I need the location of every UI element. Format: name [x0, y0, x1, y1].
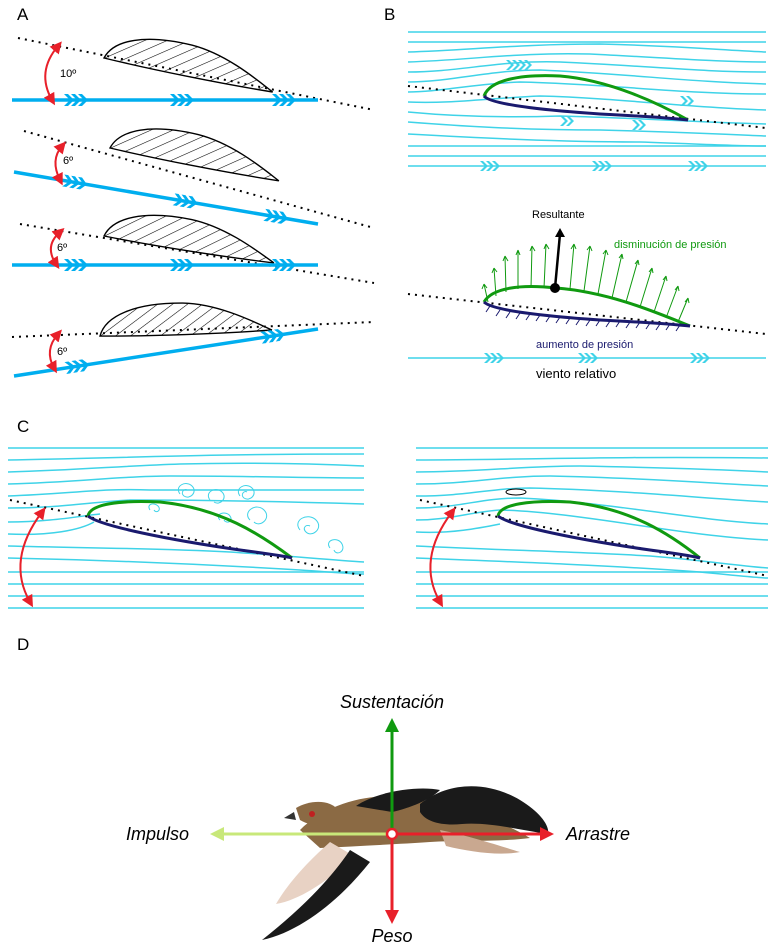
pressure-decrease-label: disminución de presión: [614, 239, 727, 251]
airfoil-shape: [103, 205, 280, 266]
panel-a-foil-2: 6º: [13, 117, 375, 229]
chord-line: [407, 293, 767, 335]
angle-label: 6º: [57, 346, 67, 358]
bird-illustration: [262, 786, 549, 940]
panel-a-foil-4: 6º: [11, 299, 375, 378]
upper-surface: [86, 500, 293, 560]
angle-arc: [47, 228, 65, 269]
separation-bubble: [505, 488, 527, 496]
streamlines: [7, 447, 365, 609]
panel-c-attached: [415, 447, 769, 609]
lower-surface: [497, 514, 701, 560]
upper-surface: [482, 285, 691, 328]
low-pressure-arrows: [481, 243, 690, 323]
angle-arc: [51, 141, 66, 186]
wind-chevrons: [64, 94, 296, 106]
high-pressure-arrows: [485, 305, 681, 332]
resultant-arrowhead: [555, 228, 565, 237]
pressure-increase-label: aumento de presión: [536, 339, 633, 351]
angle-arc: [19, 507, 46, 608]
panel-d-letter: D: [17, 635, 29, 654]
airfoil-shape: [98, 299, 273, 339]
panel-b-letter: B: [384, 5, 395, 24]
wind-chevrons: [62, 174, 289, 224]
relative-wind-label: viento relativo: [536, 366, 616, 381]
vortices: [148, 483, 344, 554]
flow-chevrons: [484, 353, 710, 363]
angle-label: 10º: [60, 68, 76, 80]
weight-arrowhead: [385, 910, 399, 924]
airfoil-shape: [109, 117, 286, 183]
chord-line: [9, 499, 365, 577]
angle-label: 6º: [63, 155, 73, 167]
wind-chevrons: [64, 259, 296, 271]
angle-arc: [43, 41, 62, 106]
center-of-pressure: [550, 283, 560, 293]
panel-d: D Sustentación Impulso Arrastre Peso: [17, 635, 630, 946]
center-of-gravity: [385, 827, 399, 841]
panel-c-stalled: [7, 447, 365, 609]
panel-a-foil-1: 10º: [12, 27, 375, 111]
resultant-arrow: [553, 233, 562, 289]
thrust-label: Impulso: [126, 824, 189, 844]
drag-arrowhead: [540, 827, 554, 841]
streamlines: [407, 31, 767, 167]
panel-a-foil-3: 6º: [12, 205, 375, 284]
chord-extension-line: [23, 130, 375, 229]
lift-arrowhead: [385, 718, 399, 732]
chord-line: [419, 499, 769, 577]
flow-chevrons: [480, 60, 708, 171]
panel-b: B: [384, 5, 767, 381]
angle-arc: [429, 507, 456, 608]
drag-label: Arrastre: [565, 824, 630, 844]
angle-arc: [45, 329, 62, 374]
panel-a: A 10º: [11, 5, 375, 378]
resultant-label: Resultante: [532, 209, 585, 221]
chord-extension-line: [17, 37, 375, 111]
airfoil-shape: [103, 27, 280, 95]
upper-surface: [496, 500, 701, 560]
angle-label: 6º: [57, 242, 67, 254]
panel-a-letter: A: [17, 5, 29, 24]
wind-chevrons: [64, 329, 285, 374]
thrust-arrowhead: [210, 827, 224, 841]
chord-extension-line: [11, 321, 375, 338]
streamlines: [415, 447, 769, 609]
lower-surface: [482, 94, 689, 122]
lower-surface: [87, 514, 293, 560]
panel-c: C: [7, 417, 769, 609]
weight-label: Peso: [371, 926, 412, 946]
lift-label: Sustentación: [340, 692, 444, 712]
upper-surface: [482, 74, 689, 122]
panel-c-letter: C: [17, 417, 29, 436]
